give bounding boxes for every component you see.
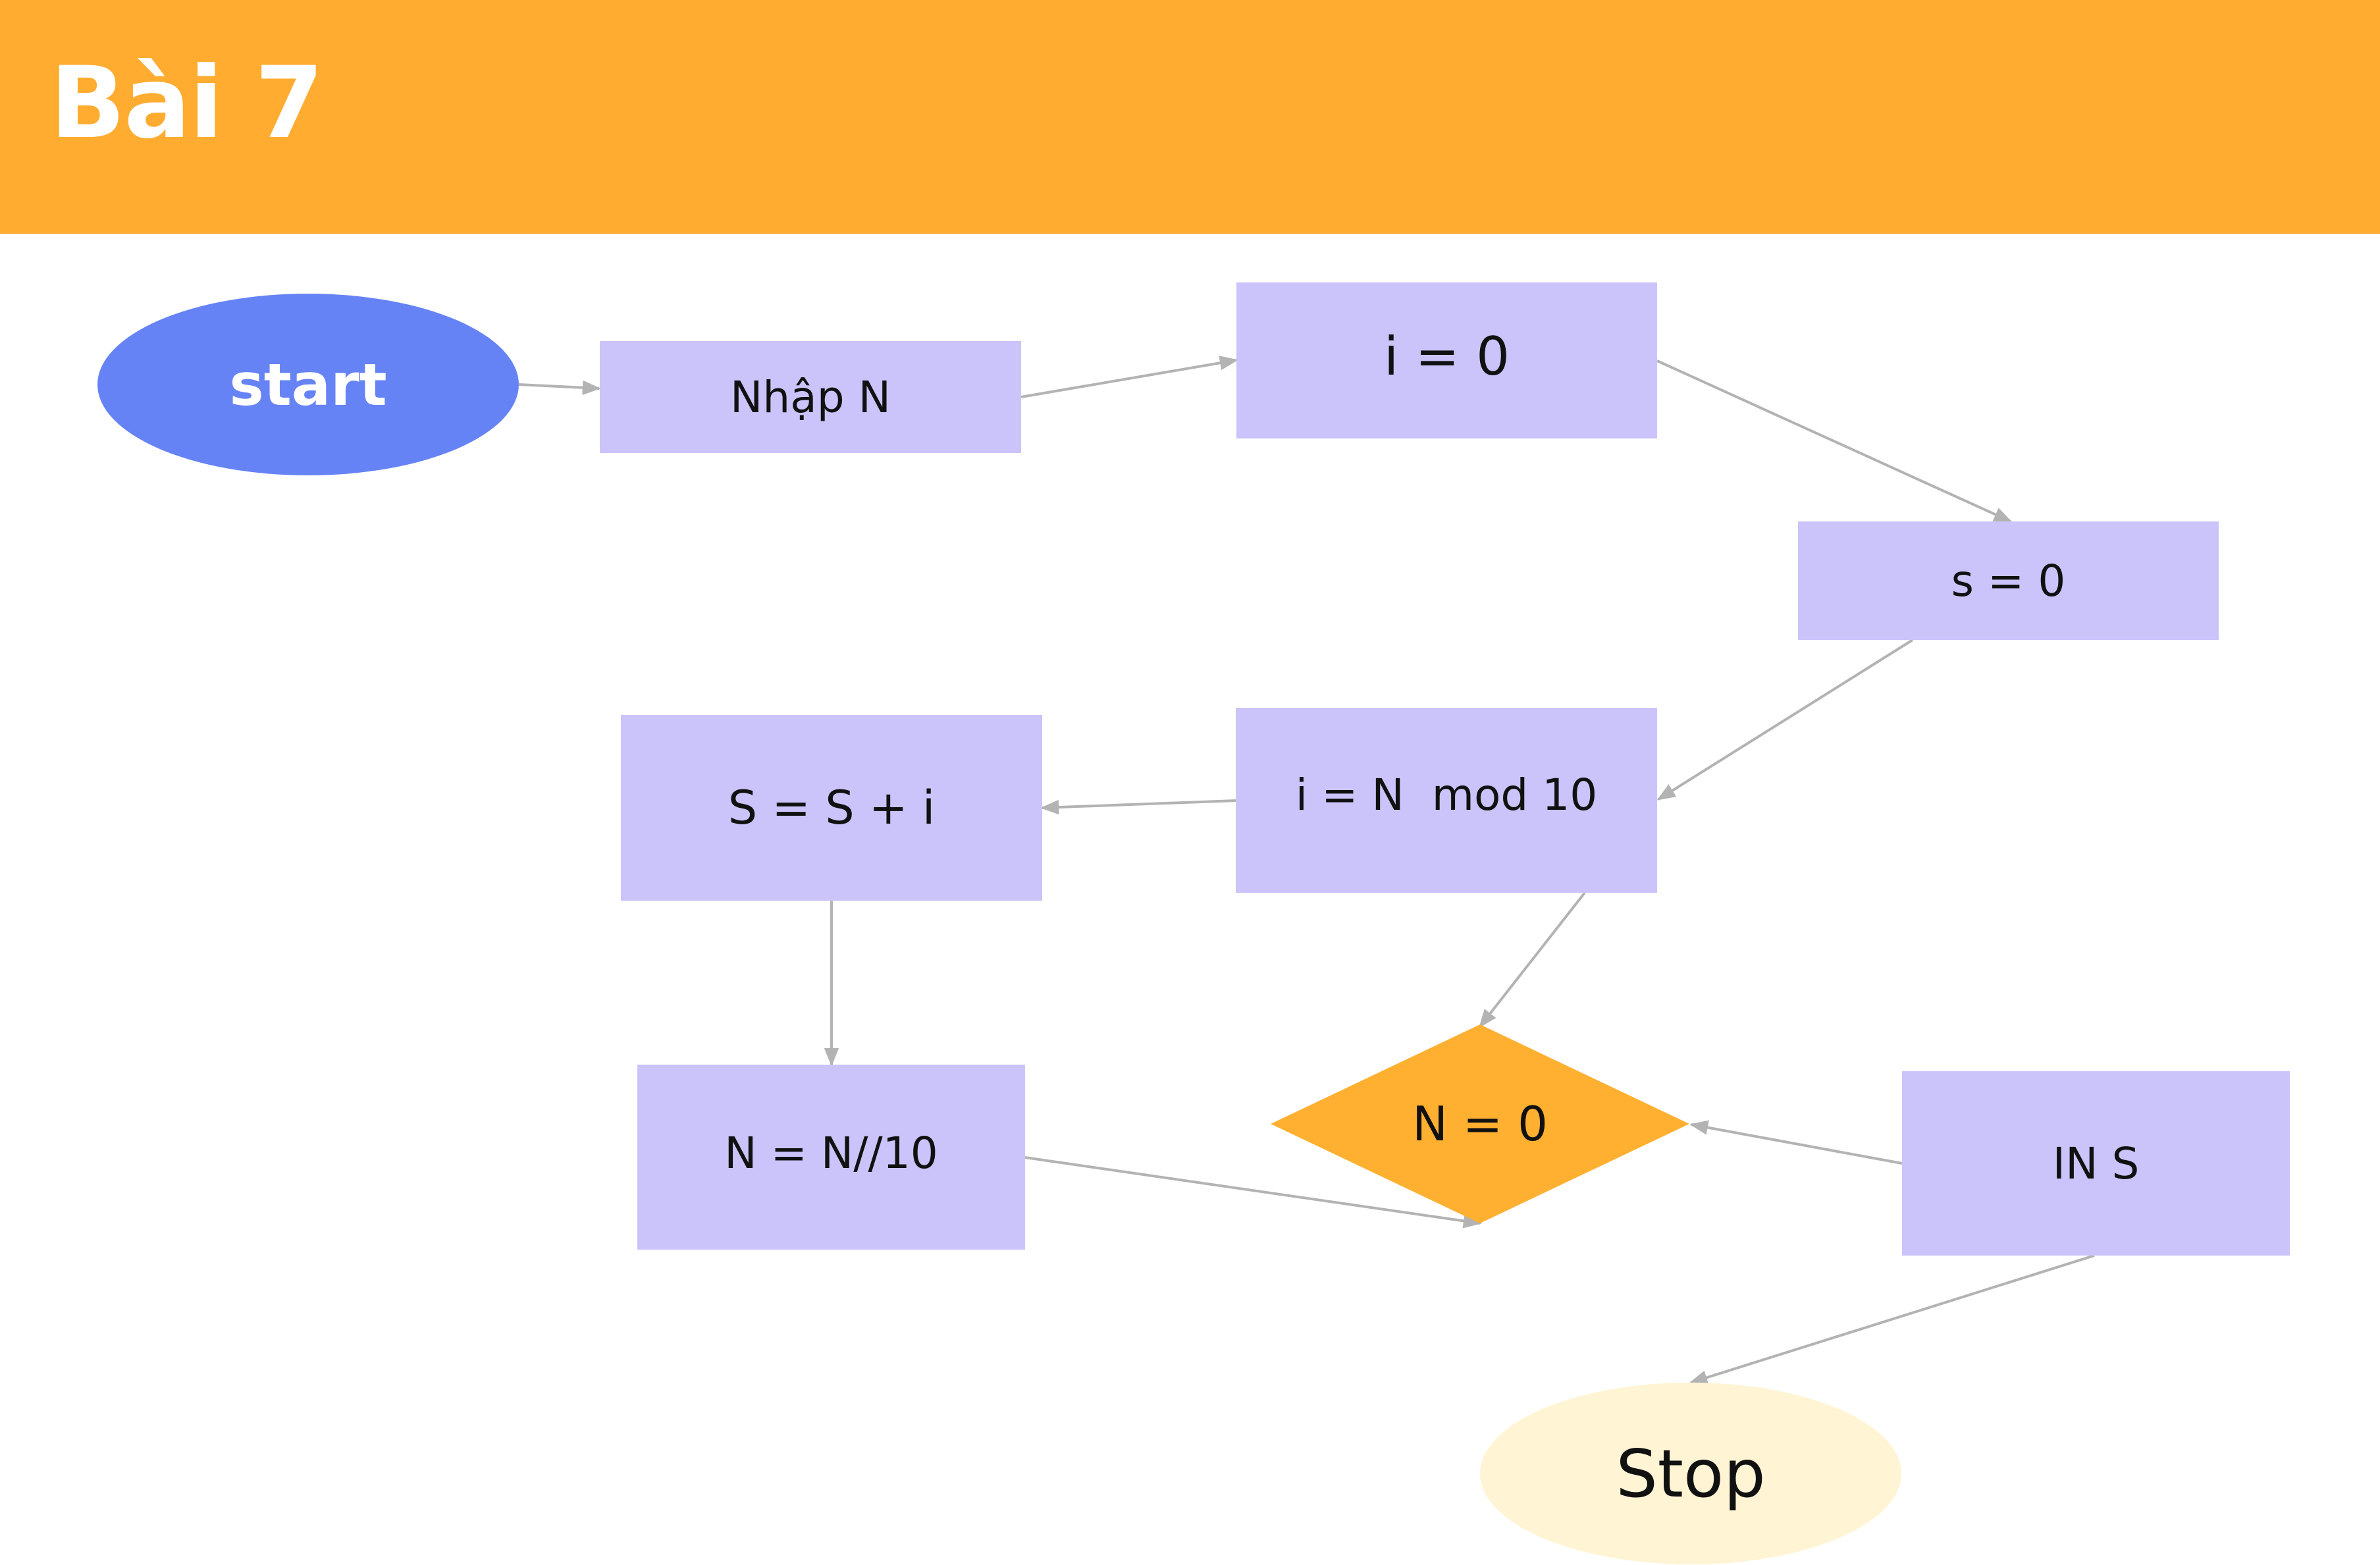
digit-label: i = N mod 10 — [1295, 770, 1598, 820]
init-s-box: s = 0 — [1798, 521, 2219, 640]
input-n-label: Nhập N — [730, 371, 891, 423]
edge-init-s-to-digit — [1656, 639, 1914, 801]
header-bar: Bài 7 — [0, 0, 2380, 234]
init-i-box: i = 0 — [1236, 282, 1657, 438]
condition-label: N = 0 — [1412, 1096, 1548, 1152]
edge-print-to-stop — [1689, 1254, 2095, 1385]
edge-start-to-input — [518, 380, 601, 395]
edge-print-to-condition — [1689, 1120, 1903, 1165]
stop-terminal: Stop — [1480, 1383, 1901, 1564]
stop-label: Stop — [1616, 1435, 1766, 1512]
edge-digit-to-condition — [1479, 891, 1586, 1028]
print-box: IN S — [1902, 1071, 2290, 1256]
digit-box: i = N mod 10 — [1236, 708, 1657, 893]
init-s-label: s = 0 — [1951, 555, 2066, 606]
edge-init-i-to-init-s — [1656, 359, 2013, 523]
divide-label: N = N//10 — [724, 1128, 938, 1179]
accumulate-box: S = S + i — [621, 715, 1042, 901]
slide-title: Bài 7 — [50, 46, 324, 161]
init-i-label: i = 0 — [1383, 326, 1510, 387]
divide-box: N = N//10 — [637, 1065, 1025, 1250]
edge-input-to-init-i — [1020, 356, 1238, 398]
print-label: IN S — [2052, 1138, 2140, 1189]
start-label: start — [229, 350, 387, 419]
input-n-box: Nhập N — [600, 341, 1021, 453]
accumulate-label: S = S + i — [727, 781, 936, 835]
start-terminal: start — [97, 294, 519, 475]
edge-digit-to-accumulate — [1040, 799, 1236, 815]
